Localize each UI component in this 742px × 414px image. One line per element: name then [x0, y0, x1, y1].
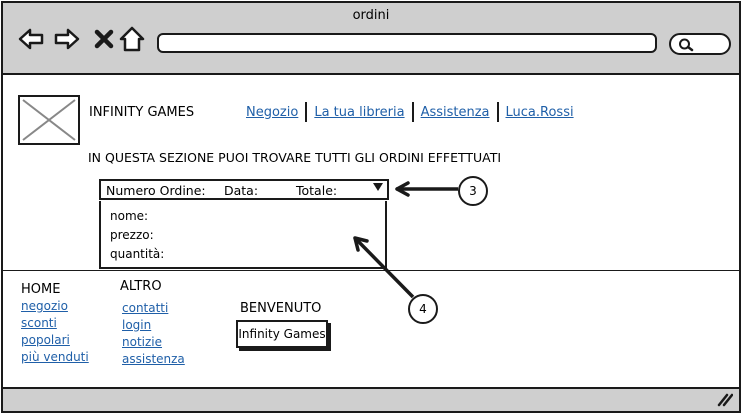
search-box[interactable]: [669, 33, 731, 55]
page-content: INFINITY GAMES Negozio La tua libreria A…: [3, 75, 739, 387]
footer-home-title: HOME: [21, 282, 61, 297]
welcome-box: Infinity Games: [236, 320, 328, 348]
order-number-label: Numero Ordine:: [106, 183, 206, 198]
footer-link-notizie[interactable]: notizie: [122, 335, 163, 349]
footer-link-assistenza[interactable]: assistenza: [122, 352, 185, 366]
browser-titlebar: ordini: [3, 3, 739, 75]
menu-separator: [305, 102, 308, 122]
menu-item-user[interactable]: Luca.Rossi: [505, 104, 574, 120]
footer-link-negozio[interactable]: negozio: [21, 299, 68, 313]
order-item-price: prezzo:: [110, 228, 154, 242]
arrow-right-icon[interactable]: [53, 25, 81, 53]
logo-image-placeholder: [18, 95, 80, 145]
menu-separator: [496, 102, 499, 122]
window-title: ordini: [352, 8, 390, 23]
menu-item-libreria[interactable]: La tua libreria: [314, 104, 405, 120]
footer-link-piu-venduti[interactable]: più venduti: [21, 350, 89, 364]
brand-name: INFINITY GAMES: [89, 105, 195, 120]
footer-link-sconti[interactable]: sconti: [21, 316, 57, 330]
menu-item-negozio[interactable]: Negozio: [246, 104, 299, 120]
order-dropdown-header[interactable]: Numero Ordine: Data: Totale:: [99, 179, 389, 200]
order-date-label: Data:: [224, 183, 259, 198]
footer-altro-title: ALTRO: [120, 279, 162, 294]
footer-welcome-title: BENVENUTO: [240, 301, 322, 316]
home-icon[interactable]: [118, 25, 146, 53]
menu-separator: [411, 102, 414, 122]
chevron-down-icon[interactable]: [373, 183, 383, 191]
footer-link-popolari[interactable]: popolari: [21, 333, 70, 347]
arrow-left-icon[interactable]: [17, 25, 45, 53]
main-menu: Negozio La tua libreria Assistenza Luca.…: [241, 102, 579, 122]
address-bar[interactable]: [157, 33, 657, 53]
order-item-name: nome:: [110, 209, 149, 223]
section-intro: IN QUESTA SEZIONE PUOI TROVARE TUTTI GLI…: [88, 150, 502, 165]
footer-link-contatti[interactable]: contatti: [122, 301, 169, 315]
menu-item-assistenza[interactable]: Assistenza: [420, 104, 490, 120]
order-details-panel: nome: prezzo: quantità:: [99, 201, 387, 269]
close-icon[interactable]: [91, 25, 119, 53]
footer-divider: [3, 270, 739, 271]
status-bar: [3, 387, 739, 411]
order-total-label: Totale:: [296, 183, 338, 198]
annotation-arrows: [353, 181, 458, 299]
footer-link-login[interactable]: login: [122, 318, 152, 332]
search-icon: [679, 38, 694, 52]
order-item-quantity: quantità:: [110, 247, 165, 261]
callout-4: 4: [408, 294, 438, 324]
resize-grip-icon[interactable]: [717, 393, 733, 407]
callout-3: 3: [458, 176, 488, 206]
